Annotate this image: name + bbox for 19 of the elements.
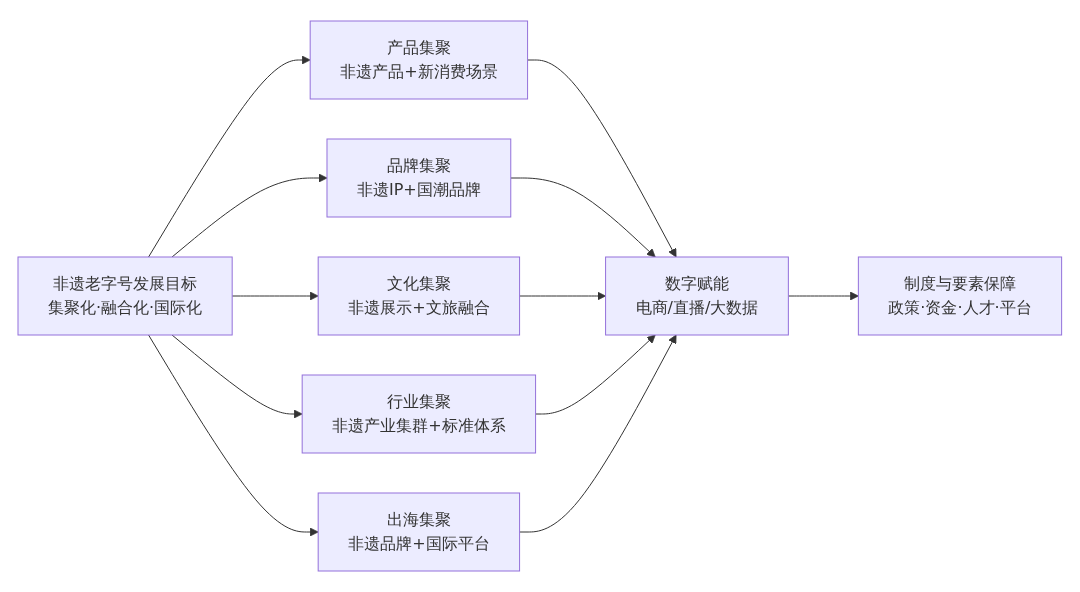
arrow bbox=[148, 55, 311, 258]
arrow bbox=[231, 291, 319, 301]
node-box: 非遗老字号发展目标 集聚化·融合化·国际化 bbox=[17, 256, 233, 336]
arrow bbox=[527, 59, 677, 258]
node-box: 产品集聚 非遗产品+新消费场景 bbox=[309, 20, 529, 100]
node-box: 数字赋能 电商/直播/大数据 bbox=[605, 256, 790, 336]
arrow bbox=[148, 334, 319, 537]
arrow bbox=[519, 291, 607, 301]
arrow bbox=[535, 334, 656, 415]
node-box: 制度与要素保障 政策·资金·人才·平台 bbox=[858, 256, 1063, 336]
arrow bbox=[171, 173, 328, 258]
arrow bbox=[519, 334, 677, 533]
arrow bbox=[171, 334, 303, 419]
node-box: 品牌集聚 非遗IP+国潮品牌 bbox=[326, 138, 512, 218]
node-box: 行业集聚 非遗产业集群+标准体系 bbox=[301, 374, 537, 454]
node-box: 文化集聚 非遗展示+文旅融合 bbox=[317, 256, 521, 336]
node-box: 出海集聚 非遗品牌+国际平台 bbox=[317, 492, 521, 572]
arrow bbox=[788, 291, 859, 301]
arrow bbox=[510, 177, 656, 258]
